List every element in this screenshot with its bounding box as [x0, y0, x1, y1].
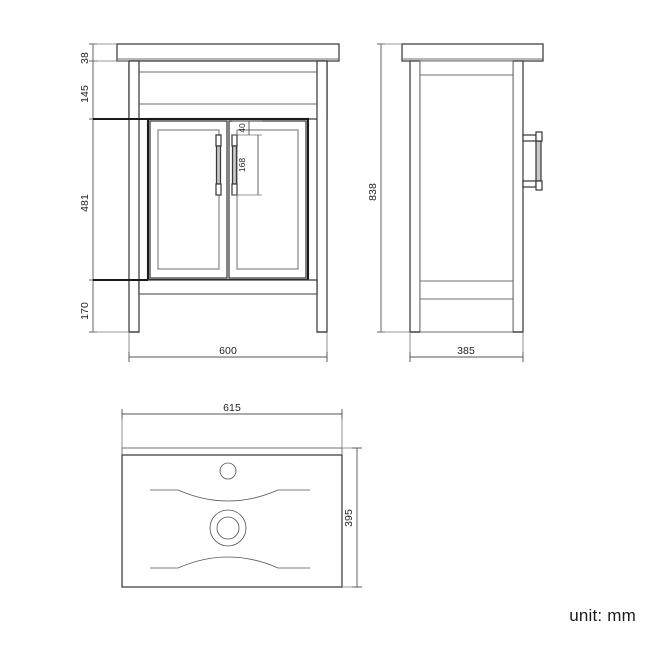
basin-tap-hole [219, 462, 237, 480]
basin-dim-label-395: 395 [343, 509, 355, 527]
basin-plan-view [121, 447, 343, 588]
front-vertical-dimensions: 38 145 481 170 [79, 43, 148, 333]
side-height-dimension: 838 [367, 43, 410, 333]
front-handle-right-bar [231, 145, 238, 185]
side-handle-bar [535, 140, 542, 182]
front-handle-right-top-mount [231, 134, 238, 147]
front-dim-label-168: 168 [237, 158, 247, 172]
front-width-dimension: 600 [128, 332, 328, 362]
front-dim-label-145: 145 [79, 85, 91, 103]
basin-lower-curve [150, 556, 310, 569]
side-dim-label-838: 838 [367, 183, 379, 201]
front-handle-left-bottom-mount [215, 183, 222, 196]
side-top-slab [401, 43, 544, 62]
basin-drain-inner [216, 516, 240, 540]
front-door-left-panel [157, 129, 220, 270]
front-top-slab [116, 43, 340, 62]
front-handle-dimensions: 40 168 [232, 120, 262, 196]
front-handle-left-bar [215, 145, 222, 185]
front-bottom-rail [138, 279, 318, 295]
side-handle [522, 131, 543, 191]
basin-upper-curve [150, 489, 310, 502]
side-depth-dimension: 385 [409, 332, 524, 362]
front-dim-label-481: 481 [79, 194, 91, 212]
basin-back-strip [121, 447, 343, 456]
unit-note: unit: mm [569, 606, 636, 625]
front-handle-left [215, 134, 222, 196]
side-front-stile [409, 60, 421, 333]
front-left-leg [128, 60, 140, 333]
front-dim-label-170: 170 [79, 302, 91, 320]
side-handle-bottom-cap [535, 180, 543, 191]
front-handle-right [231, 134, 238, 196]
side-panel [419, 60, 514, 333]
front-handle-right-bottom-mount [231, 183, 238, 196]
front-apron [128, 60, 328, 120]
side-elevation-view [401, 43, 544, 333]
side-dim-label-385: 385 [457, 345, 475, 357]
basin-dim-label-615: 615 [223, 402, 241, 414]
side-handle-top-mount [522, 134, 537, 142]
front-handle-left-top-mount [215, 134, 222, 147]
basin-depth-dimension: 395 [342, 447, 362, 588]
side-handle-bottom-mount [522, 180, 537, 188]
front-dim-label-600: 600 [219, 345, 237, 357]
front-dim-label-38: 38 [79, 52, 91, 64]
side-handle-top-cap [535, 131, 543, 142]
front-elevation-view [116, 43, 340, 333]
front-dim-label-40: 40 [237, 123, 247, 133]
basin-width-dimension: 615 [121, 402, 343, 455]
front-door-right-panel [236, 129, 299, 270]
side-back-stile [512, 60, 524, 333]
front-right-leg [316, 60, 328, 333]
